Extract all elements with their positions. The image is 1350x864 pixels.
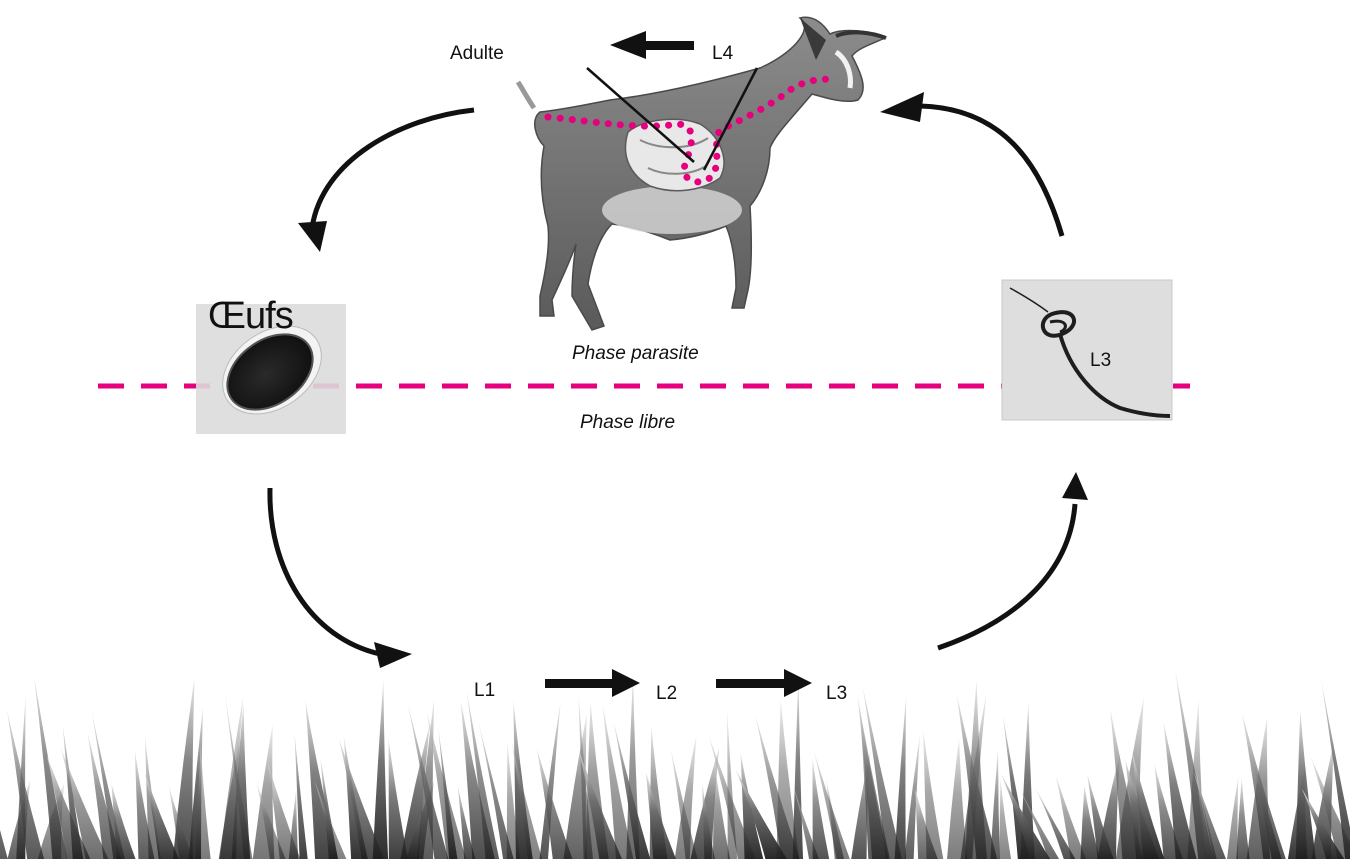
larva-l3-label: L3 (1090, 350, 1111, 372)
grass-blade (793, 675, 803, 859)
larva-micrograph (1002, 280, 1172, 420)
arrow-eggs-to-l1 (270, 488, 412, 668)
arrow-l3-to-larva (938, 472, 1088, 648)
grass-blade (1227, 776, 1238, 859)
stage-l3-label: L3 (826, 683, 847, 705)
grass-blade (1296, 710, 1316, 859)
parasite-phase-label: Phase parasite (572, 343, 699, 365)
grass-blade (923, 729, 943, 859)
arrow-host-to-eggs (298, 110, 474, 252)
grass-blade (895, 695, 907, 859)
grass-blade (0, 722, 8, 859)
arrow-l2-to-l3 (716, 669, 812, 697)
arrow-larva-to-host (880, 92, 1062, 236)
grass-blade (373, 680, 388, 859)
adult-label: Adulte (450, 43, 504, 65)
grass-blade (1236, 778, 1249, 859)
grass-blade (812, 758, 829, 859)
l4-label: L4 (712, 43, 733, 65)
arrow-l1-to-l2 (545, 669, 640, 697)
free-phase-label: Phase libre (580, 412, 675, 434)
goat-image (518, 17, 886, 330)
l4-to-adult-arrow (610, 31, 694, 59)
stage-l1-label: L1 (474, 680, 495, 702)
grass-blade (990, 748, 999, 859)
stage-l2-label: L2 (656, 683, 677, 705)
eggs-label: Œufs (208, 295, 293, 338)
grass-blade (289, 789, 298, 859)
